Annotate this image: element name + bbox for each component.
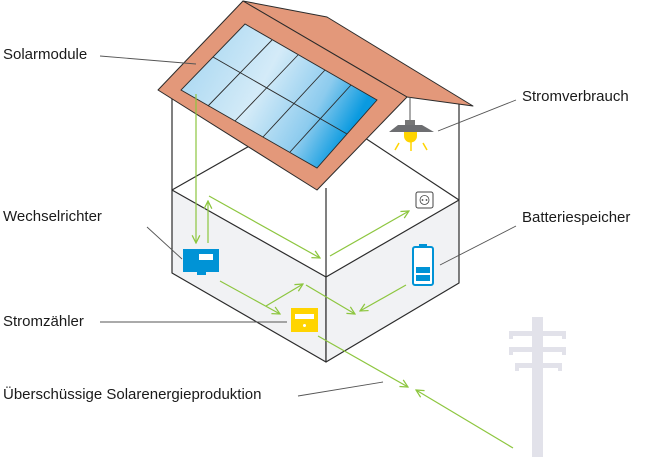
label-surplus: Überschüssige Solarenergieproduktion bbox=[3, 386, 262, 403]
label-leader-lines bbox=[99, 55, 517, 397]
flow-arrow bbox=[208, 195, 320, 258]
flow-arrow bbox=[265, 284, 303, 307]
energy-flow-arrows bbox=[196, 94, 514, 449]
battery-icon bbox=[412, 244, 434, 286]
solar-panel-array bbox=[180, 23, 378, 169]
flow-arrow bbox=[219, 280, 280, 314]
label-consumption: Stromverbrauch bbox=[522, 88, 629, 105]
house-walls bbox=[171, 95, 460, 363]
label-solar-modules: Solarmodule bbox=[3, 46, 88, 63]
power-pylon-icon bbox=[509, 317, 566, 457]
flow-arrow bbox=[416, 390, 514, 449]
electricity-meter-icon bbox=[291, 308, 318, 332]
flow-arrow bbox=[317, 335, 408, 387]
ceiling-lamp-icon bbox=[389, 97, 434, 151]
flow-arrow bbox=[360, 284, 407, 311]
inverter-icon bbox=[183, 249, 219, 275]
power-outlet-icon bbox=[415, 191, 434, 209]
flow-arrow bbox=[329, 211, 409, 257]
label-battery: Batteriespeicher bbox=[522, 209, 631, 226]
flow-arrow bbox=[305, 284, 355, 314]
label-inverter: Wechselrichter bbox=[3, 208, 102, 225]
label-meter: Stromzähler bbox=[3, 313, 84, 330]
